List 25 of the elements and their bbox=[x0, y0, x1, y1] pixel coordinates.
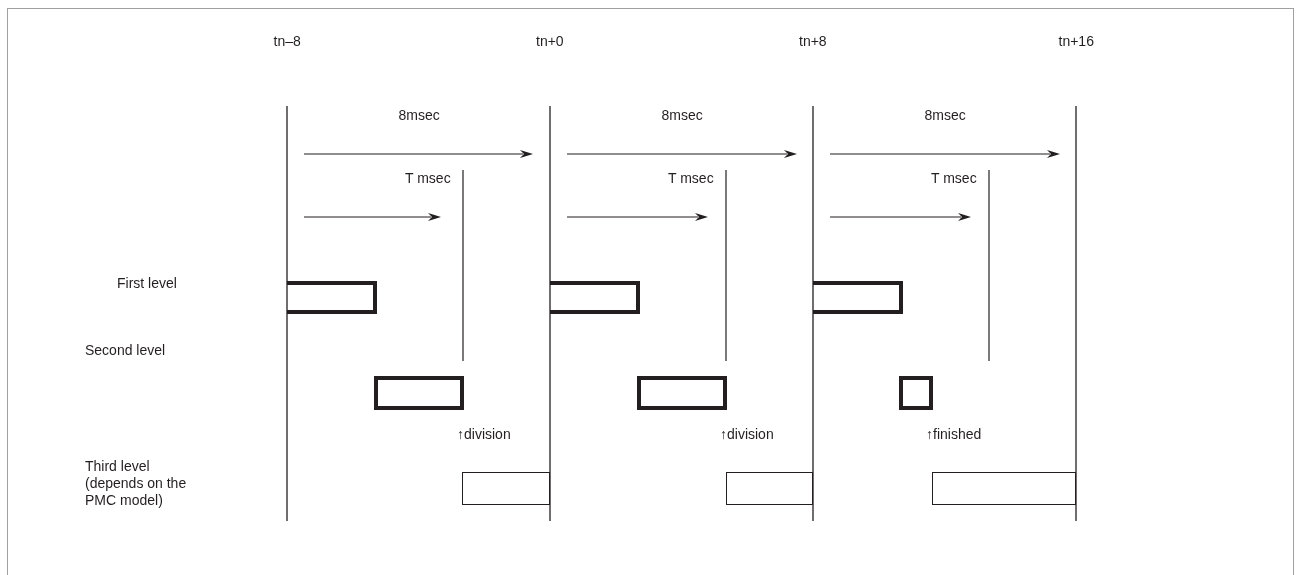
timing-bar bbox=[550, 281, 640, 314]
timing-bar bbox=[287, 281, 377, 314]
event-label: ↑finished bbox=[926, 426, 982, 443]
row-label: First level bbox=[117, 275, 177, 292]
row-label: Third level (depends on the PMC model) bbox=[85, 458, 188, 509]
timing-bar bbox=[726, 472, 813, 505]
timing-bar bbox=[374, 376, 464, 410]
row-label: Second level bbox=[85, 342, 166, 359]
time-label: tn–8 bbox=[273, 33, 301, 50]
timing-bar bbox=[462, 472, 550, 505]
event-label: ↑division bbox=[720, 426, 774, 443]
event-label: ↑division bbox=[457, 426, 511, 443]
duration-label: T msec bbox=[668, 170, 714, 187]
timing-bar bbox=[932, 472, 1076, 505]
duration-label: 8msec bbox=[924, 107, 966, 124]
time-label: tn+8 bbox=[799, 33, 827, 50]
time-label: tn+16 bbox=[1058, 33, 1094, 50]
time-label: tn+0 bbox=[536, 33, 564, 50]
timing-bar bbox=[899, 376, 933, 410]
duration-label: T msec bbox=[405, 170, 451, 187]
duration-label: T msec bbox=[931, 170, 977, 187]
duration-label: 8msec bbox=[661, 107, 703, 124]
timing-bar bbox=[813, 281, 903, 314]
duration-label: 8msec bbox=[398, 107, 440, 124]
timing-bar bbox=[637, 376, 727, 410]
